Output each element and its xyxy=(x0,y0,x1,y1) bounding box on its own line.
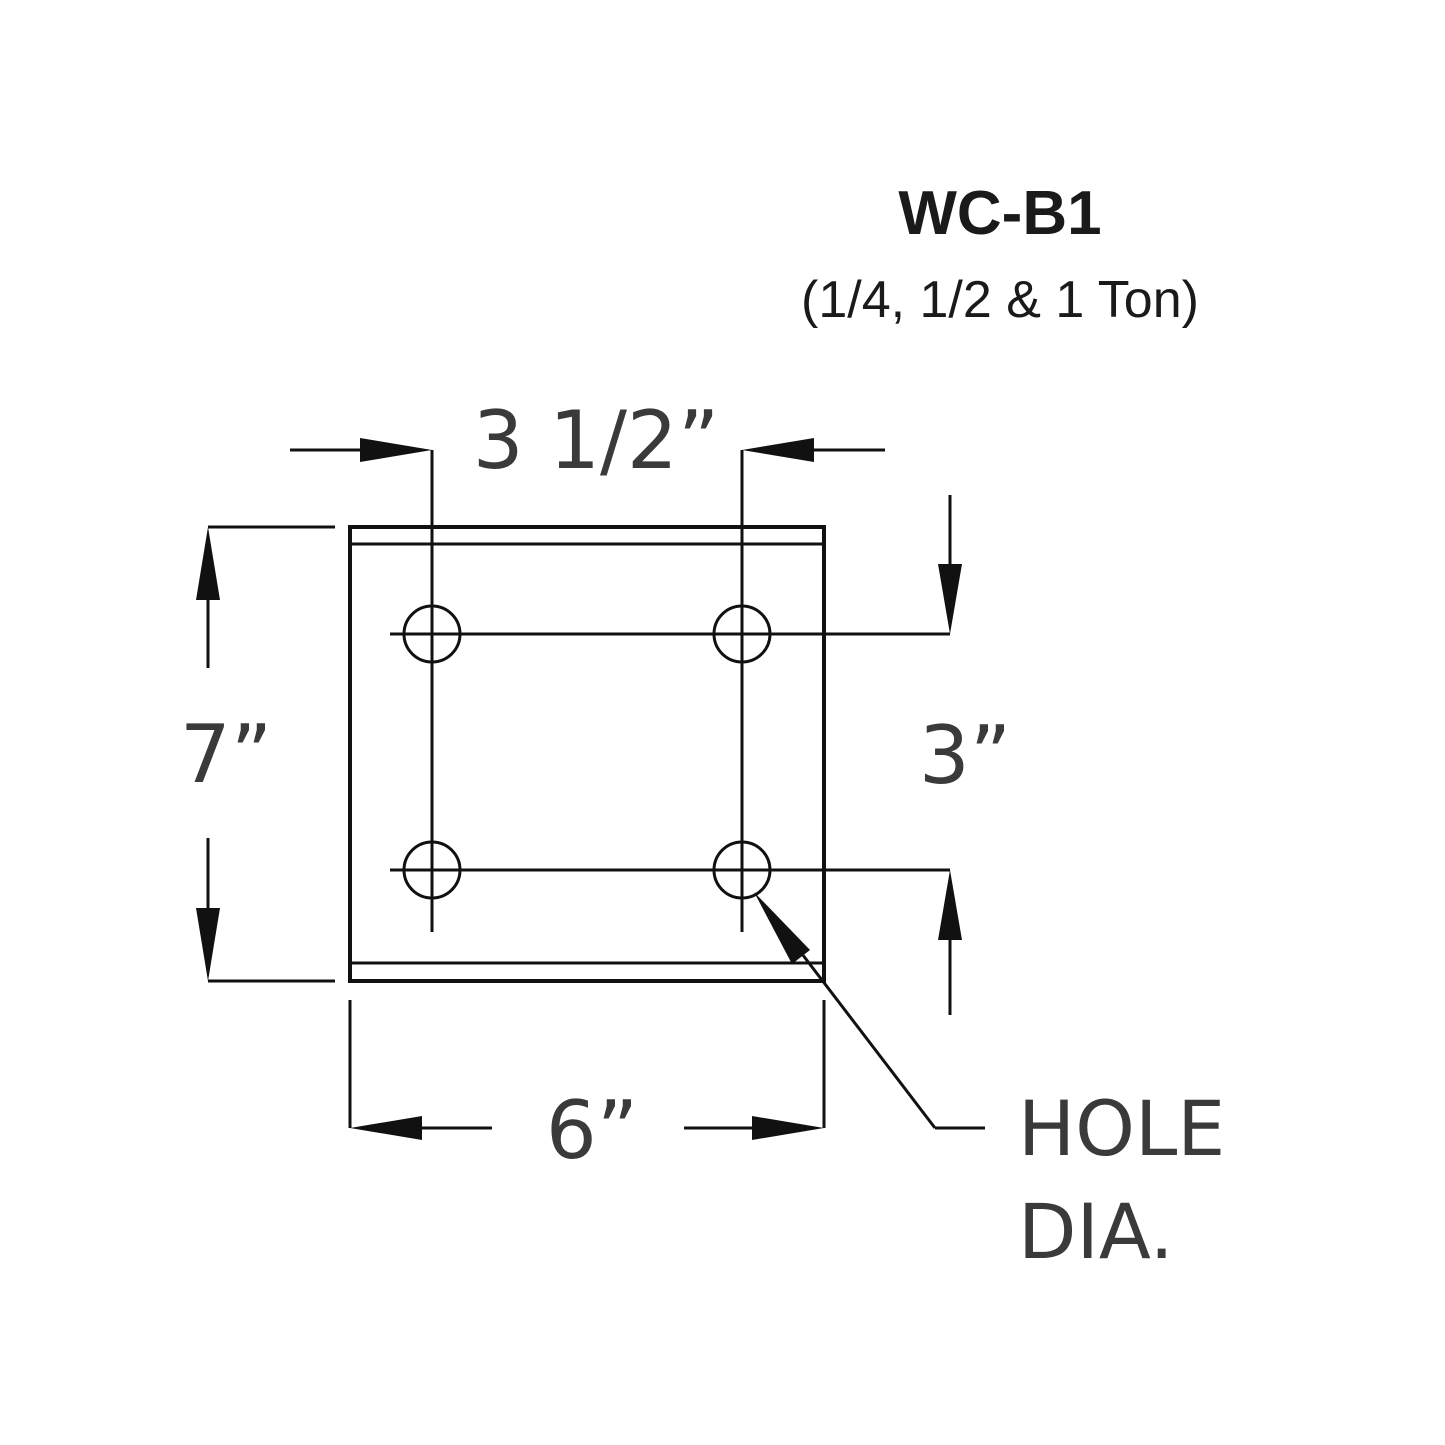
arrow-up-icon xyxy=(938,870,962,940)
hole-diameter-leader xyxy=(754,892,985,1130)
dimension-label-plate-height: 7” xyxy=(180,708,272,801)
plate-outline xyxy=(348,525,826,983)
arrow-down-icon xyxy=(938,564,962,634)
leader-arrow-icon xyxy=(754,892,810,964)
drawing-title: WC-B1 xyxy=(898,179,1102,248)
arrow-right-icon xyxy=(360,438,432,462)
dimension-label-hole-spacing-vertical: 3” xyxy=(919,709,1011,802)
dimension-label-hole-spacing-horizontal: 3 1/2” xyxy=(473,394,720,487)
arrow-up-icon xyxy=(196,527,220,600)
arrow-right-icon xyxy=(752,1116,824,1140)
dimension-plate-width: 6” xyxy=(348,1000,826,1177)
callout-dia: DIA. xyxy=(1018,1187,1174,1276)
arrow-down-icon xyxy=(196,908,220,981)
dimension-plate-height: 7” xyxy=(180,525,335,983)
dimension-hole-spacing-horizontal: 3 1/2” xyxy=(290,394,885,487)
arrow-left-icon xyxy=(742,438,814,462)
arrow-left-icon xyxy=(350,1116,422,1140)
dimension-hole-spacing-vertical: 3” xyxy=(919,495,1011,1015)
drawing-subtitle: (1/4, 1/2 & 1 Ton) xyxy=(801,271,1199,329)
callout-hole: HOLE xyxy=(1018,1084,1225,1173)
hole-center-lines xyxy=(390,450,950,932)
dimension-label-plate-width: 6” xyxy=(546,1084,638,1177)
